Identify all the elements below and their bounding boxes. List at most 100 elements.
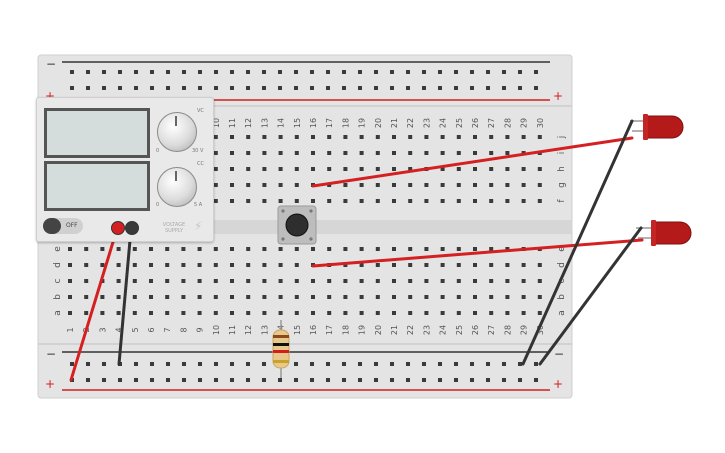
hole[interactable] <box>311 199 315 203</box>
hole[interactable] <box>132 279 137 283</box>
wire-black-led-bottom-to-ground[interactable] <box>538 226 643 366</box>
hole[interactable] <box>181 311 186 315</box>
hole[interactable] <box>489 263 494 267</box>
rail-hole[interactable] <box>454 70 458 74</box>
hole[interactable] <box>375 183 380 187</box>
hole[interactable] <box>262 135 267 139</box>
hole[interactable] <box>84 311 89 315</box>
rail-hole[interactable] <box>118 86 122 90</box>
hole[interactable] <box>181 279 186 283</box>
rail-hole[interactable] <box>342 70 346 74</box>
power-switch[interactable]: OFF <box>43 218 83 234</box>
rail-hole[interactable] <box>422 86 426 90</box>
rail-hole[interactable] <box>278 70 282 74</box>
hole[interactable] <box>440 279 445 283</box>
rail-hole[interactable] <box>214 378 218 382</box>
led-top[interactable] <box>630 114 684 140</box>
rail-hole[interactable] <box>422 70 426 74</box>
hole[interactable] <box>278 311 283 315</box>
hole[interactable] <box>230 183 234 187</box>
rail-hole[interactable] <box>246 86 250 90</box>
rail-hole[interactable] <box>422 378 426 382</box>
hole[interactable] <box>165 279 170 283</box>
hole[interactable] <box>375 167 380 171</box>
voltage-knob[interactable] <box>157 112 197 152</box>
wire-red-supply-to-rail[interactable] <box>69 227 119 382</box>
hole[interactable] <box>489 199 494 203</box>
rail-hole[interactable] <box>86 70 90 74</box>
rail-hole[interactable] <box>150 86 154 90</box>
hole[interactable] <box>392 311 396 315</box>
hole[interactable] <box>424 183 429 187</box>
hole[interactable] <box>230 199 234 203</box>
rail-hole[interactable] <box>470 378 474 382</box>
hole[interactable] <box>537 167 542 171</box>
hole[interactable] <box>375 135 380 139</box>
hole[interactable] <box>359 199 364 203</box>
rail-hole[interactable] <box>182 86 186 90</box>
hole[interactable] <box>100 263 105 267</box>
hole[interactable] <box>230 311 234 315</box>
hole[interactable] <box>262 279 267 283</box>
rail-hole[interactable] <box>246 70 250 74</box>
hole[interactable] <box>262 183 267 187</box>
hole[interactable] <box>246 295 251 299</box>
rail-hole[interactable] <box>294 378 298 382</box>
hole[interactable] <box>424 311 429 315</box>
hole[interactable] <box>294 199 299 203</box>
hole[interactable] <box>424 247 429 251</box>
hole[interactable] <box>408 279 413 283</box>
hole[interactable] <box>294 247 299 251</box>
hole[interactable] <box>327 151 332 155</box>
hole[interactable] <box>424 199 429 203</box>
hole[interactable] <box>100 247 105 251</box>
rail-hole[interactable] <box>134 362 138 366</box>
hole[interactable] <box>505 151 510 155</box>
hole[interactable] <box>473 279 477 283</box>
rail-hole[interactable] <box>70 86 74 90</box>
rail-hole[interactable] <box>438 70 442 74</box>
hole[interactable] <box>537 263 542 267</box>
hole[interactable] <box>456 151 461 155</box>
rail-hole[interactable] <box>262 86 266 90</box>
hole[interactable] <box>100 295 105 299</box>
hole[interactable] <box>68 295 72 299</box>
hole[interactable] <box>537 279 542 283</box>
hole[interactable] <box>392 247 396 251</box>
hole[interactable] <box>230 247 234 251</box>
hole[interactable] <box>327 135 332 139</box>
rail-hole[interactable] <box>70 362 74 366</box>
rail-hole[interactable] <box>326 70 330 74</box>
hole[interactable] <box>343 151 348 155</box>
rail-hole[interactable] <box>310 362 314 366</box>
hole[interactable] <box>213 247 218 251</box>
hole[interactable] <box>473 295 477 299</box>
hole[interactable] <box>68 311 72 315</box>
rail-hole[interactable] <box>342 378 346 382</box>
hole[interactable] <box>489 151 494 155</box>
hole[interactable] <box>262 295 267 299</box>
hole[interactable] <box>521 199 526 203</box>
hole[interactable] <box>311 151 315 155</box>
hole[interactable] <box>440 295 445 299</box>
rail-hole[interactable] <box>534 378 538 382</box>
hole[interactable] <box>197 295 202 299</box>
rail-hole[interactable] <box>406 362 410 366</box>
hole[interactable] <box>537 311 542 315</box>
hole[interactable] <box>149 295 153 299</box>
hole[interactable] <box>456 295 461 299</box>
hole[interactable] <box>408 311 413 315</box>
hole[interactable] <box>359 247 364 251</box>
hole[interactable] <box>262 167 267 171</box>
hole[interactable] <box>392 183 396 187</box>
hole[interactable] <box>213 167 218 171</box>
hole[interactable] <box>489 311 494 315</box>
hole[interactable] <box>213 263 218 267</box>
rail-hole[interactable] <box>502 86 506 90</box>
hole[interactable] <box>116 311 121 315</box>
hole[interactable] <box>311 295 315 299</box>
hole[interactable] <box>521 167 526 171</box>
hole[interactable] <box>262 311 267 315</box>
hole[interactable] <box>359 151 364 155</box>
hole[interactable] <box>537 295 542 299</box>
